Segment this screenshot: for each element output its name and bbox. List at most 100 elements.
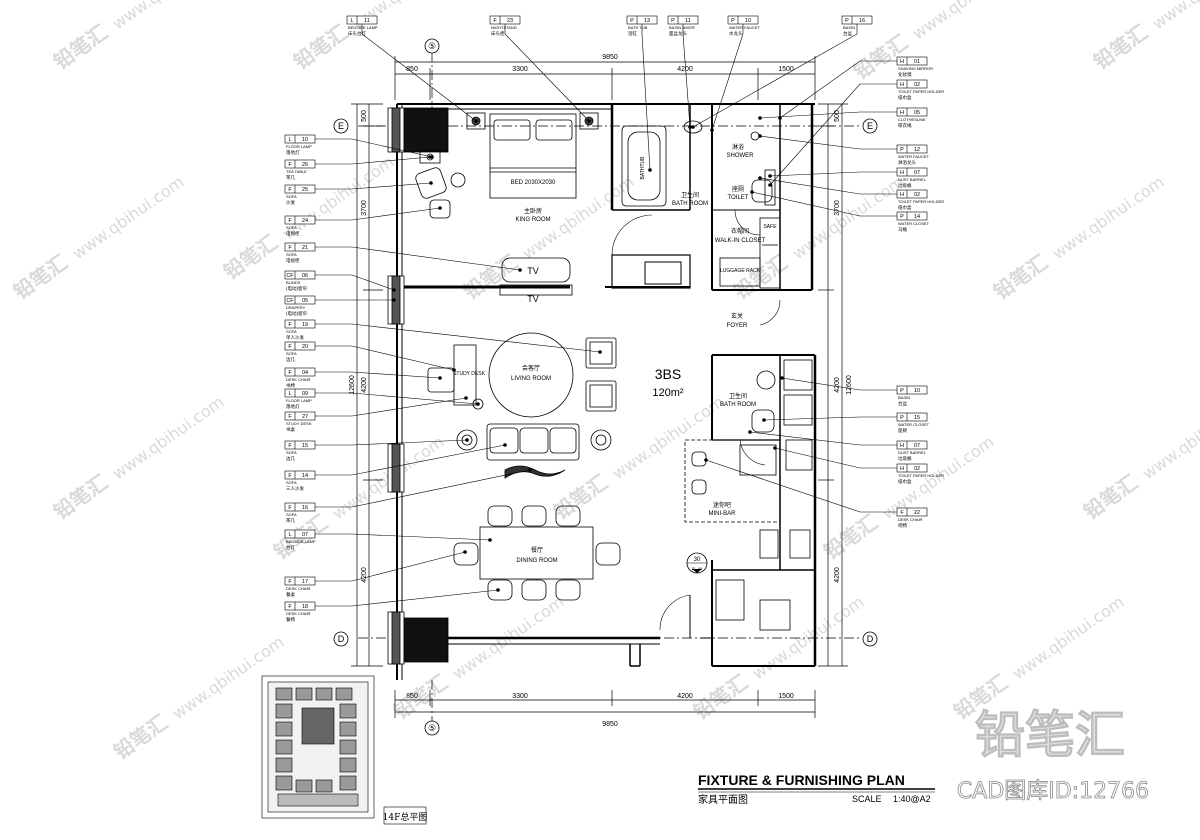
tag-code: L <box>288 137 291 143</box>
tag-en: TOILET PAPER HOLDER <box>898 199 944 204</box>
room-king-cn: 主卧房 <box>524 207 542 215</box>
tag-code: P <box>900 147 904 153</box>
tag-en: WATER FAUCET <box>898 154 929 159</box>
tag-en: BATH TUB <box>628 25 648 30</box>
tag-cn: 三人沙发 <box>286 485 304 492</box>
tag-en: DESK CHAIR <box>286 586 311 591</box>
svg-text:铅笔汇: 铅笔汇 <box>49 20 112 74</box>
tag-number: 07 <box>914 170 920 176</box>
svg-text:铅笔汇: 铅笔汇 <box>109 710 172 764</box>
room-toilet: TOILET <box>728 195 749 201</box>
tag-en: BEDSIDE LAMP <box>348 25 378 30</box>
scale-label: SCALE <box>852 794 882 804</box>
tag-number: 07 <box>302 532 308 538</box>
tag-en: SOFA <box>286 194 297 199</box>
svg-text:1500: 1500 <box>778 693 794 700</box>
tag-cn: 边几 <box>286 356 295 363</box>
room-closet: WALK-IN CLOSET <box>715 238 766 244</box>
facade-columns <box>387 107 449 665</box>
tag-cn: 台灯 <box>286 544 295 551</box>
dining-table <box>479 526 594 580</box>
tag-en: SOFA <box>286 512 297 517</box>
tag-code: L <box>288 532 291 538</box>
tag-code: H <box>900 466 904 472</box>
room-foyer: FOYER <box>727 323 748 329</box>
tag-code: CF <box>286 273 294 279</box>
tag-cn: 单人沙发 <box>286 334 304 341</box>
svg-text:3300: 3300 <box>512 66 528 73</box>
grid-bubble-d-left <box>333 631 349 647</box>
tag-number: 04 <box>302 370 308 376</box>
tag-en: BASIN MIXER <box>669 25 695 30</box>
tag-code: P <box>630 18 634 24</box>
unit-code: 3BS <box>655 366 681 382</box>
brand-id: CAD图库ID:12766 <box>957 779 1149 804</box>
safe-label: SAFE <box>763 224 777 230</box>
room-living: LIVING ROOM <box>511 376 551 382</box>
tag-en: SOFA <box>286 351 297 356</box>
tag-cn: 晾衣绳 <box>898 122 912 129</box>
tag-en: SOFA <box>286 329 297 334</box>
tag-number: 21 <box>302 245 308 251</box>
key-plan <box>261 675 427 825</box>
tag-number: 27 <box>302 414 308 420</box>
drawing-subtitle: 家具平面图 <box>698 793 748 806</box>
tag-number: 09 <box>302 391 308 397</box>
svg-text:玄关: 玄关 <box>731 312 743 320</box>
tag-en: BASIN <box>843 25 855 30</box>
tag-cn: 面盆龙头 <box>669 30 687 37</box>
tag-code: F <box>288 414 292 420</box>
svg-text:座厕: 座厕 <box>732 185 744 193</box>
svg-text:铅笔汇: 铅笔汇 <box>389 670 452 724</box>
grid-bubbles <box>333 38 878 736</box>
tag-code: F <box>288 604 292 610</box>
tag-code: F <box>288 322 292 328</box>
tag-number: 19 <box>302 322 308 328</box>
tag-cn: 座厕 <box>898 427 907 434</box>
svg-text:铅笔汇: 铅笔汇 <box>819 510 882 564</box>
grid-label-d-left: D <box>338 634 345 644</box>
tag-code: P <box>671 18 675 24</box>
title-block: FIXTURE & FURNISHING PLAN 家具平面图 SCALE 1:… <box>698 772 935 806</box>
grid-bubble-d-right <box>862 631 878 647</box>
tag-code: L <box>288 391 291 397</box>
tag-number: 02 <box>914 466 920 472</box>
tv-label-2: TV <box>527 294 539 304</box>
tag-en: CLOTHESLINE <box>898 117 926 122</box>
tag-code: F <box>493 18 497 24</box>
grid-label-bottom: ⑤ <box>428 723 436 733</box>
tag-en: SOFA <box>286 225 297 230</box>
tag-en: BEDSIDE LAMP <box>286 539 316 544</box>
tag-code: F <box>288 505 292 511</box>
svg-text:www.qbihui.com: www.qbihui.com <box>69 172 188 263</box>
tag-number: 11 <box>685 18 691 24</box>
tag-en: WATER FAUCET <box>729 25 760 30</box>
tag-en: WATER CLOSET <box>898 422 930 427</box>
tag-cn: 电视柜 <box>286 257 300 264</box>
tag-code: F <box>288 162 292 168</box>
tv-console-2 <box>499 284 573 296</box>
brand-watermark: 铅笔汇 CAD图库ID:12766 <box>957 706 1150 805</box>
svg-text:500: 500 <box>834 110 841 122</box>
tag-cn: 水龙头 <box>729 30 743 37</box>
room-king-en: KING ROOM <box>515 217 550 223</box>
tag-code: P <box>845 18 849 24</box>
tag-number: 05 <box>914 110 920 116</box>
tag-code: F <box>288 218 292 224</box>
